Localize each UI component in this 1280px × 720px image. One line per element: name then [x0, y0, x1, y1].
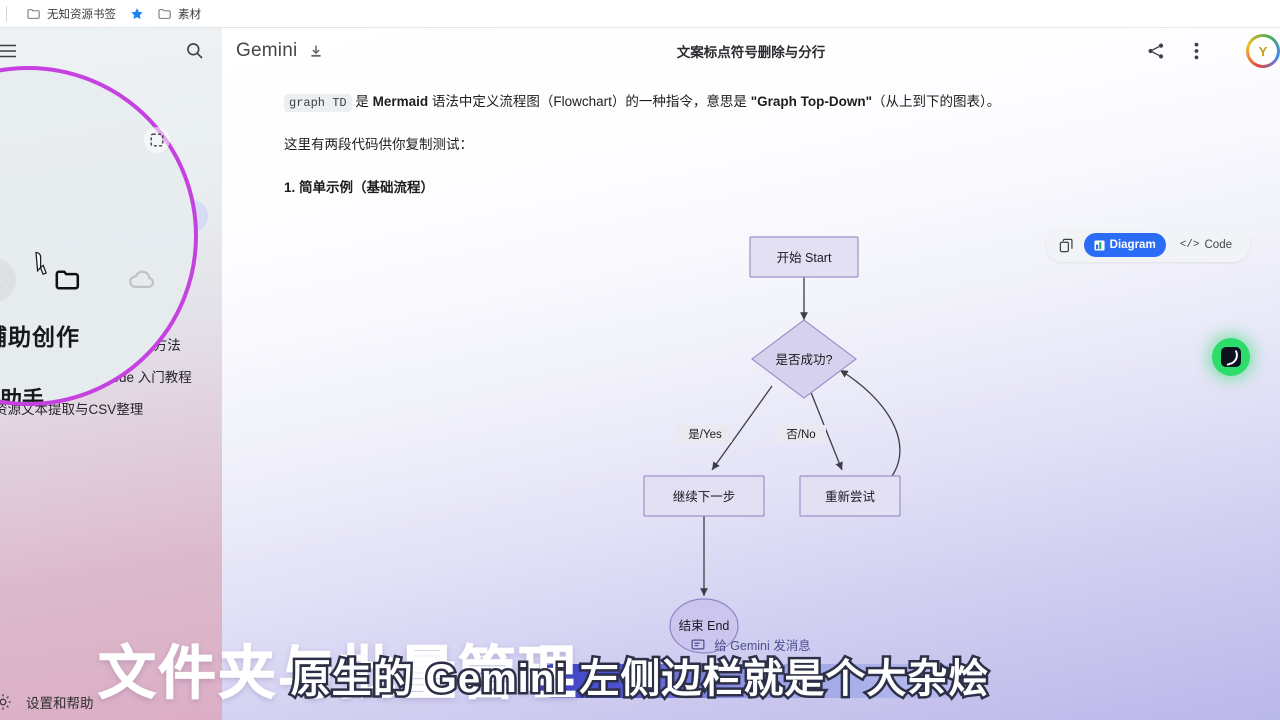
edge-label-no: 否/No: [786, 429, 815, 441]
code-bracket-icon: </>: [1179, 239, 1200, 251]
left-sidebar: 辅助创作 博主调研助手 对话 文案标点符号删除与分行 1688 替代低价货源网站…: [0, 28, 222, 720]
node-retry-label: 重新尝试: [825, 489, 876, 504]
answer-paragraph-1: graph TD 是 Mermaid 语法中定义流程图（Flowchart）的一…: [284, 92, 1218, 113]
message-icon: [691, 638, 705, 649]
folder-icon: [158, 8, 171, 19]
cloud-upload-icon[interactable]: [120, 258, 164, 302]
answer-paragraph-2: 这里有两段代码供你复制测试：: [284, 136, 473, 152]
gemini-app: 辅助创作 博主调研助手 对话 文案标点符号删除与分行 1688 替代低价货源网站…: [0, 28, 1280, 720]
node-end-label: 结束 End: [679, 619, 730, 633]
download-model-icon[interactable]: [309, 44, 323, 58]
screen-record-badge[interactable]: [1212, 338, 1250, 376]
avatar[interactable]: Y: [1246, 34, 1280, 68]
assistant-answer: graph TD 是 Mermaid 语法中定义流程图（Flowchart）的一…: [222, 74, 1280, 199]
main-content: Gemini 文案标点符号删除与分行: [222, 28, 1280, 720]
sidebar-toolbar: [0, 28, 222, 74]
zoom-loupe-overlay: 辅助创作 博主调研助手: [0, 66, 198, 406]
search-icon[interactable]: [182, 38, 208, 64]
screen-record-icon: [1221, 347, 1241, 367]
edge-label-yes: 是/Yes: [688, 428, 722, 441]
brand[interactable]: Gemini: [236, 40, 323, 62]
edge-b-c: [711, 385, 773, 471]
loupe-label-2: 博主调研助手: [0, 382, 45, 406]
loupe-icon-row: [0, 258, 194, 302]
tab-code-label: Code: [1204, 239, 1233, 251]
tab-diagram-label: Diagram: [1109, 239, 1156, 251]
hamburger-menu-icon[interactable]: [0, 38, 20, 64]
node-start[interactable]: [749, 236, 859, 278]
node-continue[interactable]: [643, 475, 765, 517]
app-header: Gemini 文案标点符号删除与分行: [222, 28, 1280, 74]
folder-icon[interactable]: [46, 258, 90, 302]
browser-bookmark-bar: 无知资源书签 素材: [0, 0, 1280, 28]
person-add-icon[interactable]: [0, 258, 16, 302]
sidebar-item-label: 设置和帮助: [26, 696, 94, 711]
bookmark-folder-2[interactable]: 素材: [150, 4, 209, 24]
answer-heading-1: 1. 简单示例（基础流程）: [284, 179, 435, 195]
page-title: 文案标点符号删除与分行: [676, 45, 826, 60]
edge-label-bg: [678, 425, 732, 442]
tab-code[interactable]: </> Code: [1170, 233, 1242, 257]
bookmark-folder-1[interactable]: 无知资源书签: [19, 4, 124, 24]
star-icon[interactable]: [130, 7, 144, 21]
avatar-initial: Y: [1249, 37, 1277, 65]
answer-bold-1: Mermaid: [372, 94, 429, 109]
brand-name: Gemini: [236, 40, 298, 61]
loupe-label-1: 辅助创作: [0, 324, 80, 350]
node-start-label: 开始 Start: [777, 251, 832, 265]
copy-icon[interactable]: [1054, 232, 1080, 258]
gear-icon: [0, 694, 11, 710]
composer-hint[interactable]: 给 Gemini 发消息: [691, 635, 811, 654]
answer-bold-2: "Graph Top-Down": [750, 94, 872, 109]
divider: [6, 5, 7, 22]
loupe-content: 辅助创作 博主调研助手: [0, 70, 194, 406]
loupe-label-2-text: 博主调研助手: [0, 387, 45, 406]
node-end[interactable]: [669, 598, 739, 654]
header-actions: Y: [1144, 34, 1280, 68]
share-icon[interactable]: [1144, 39, 1168, 63]
answer-text: 是: [351, 94, 373, 109]
edge-label-bg: [776, 425, 826, 442]
mermaid-flowchart: 是/Yes 否/No 开始 Start 是否成功? 继续下一步 重新尝试 结束 …: [522, 228, 942, 688]
composer-hint-label: 给 Gemini 发消息: [714, 639, 811, 653]
node-retry[interactable]: [799, 475, 901, 517]
sidebar-item-settings-help[interactable]: 设置和帮助: [0, 692, 222, 712]
bookmark-label: 无知资源书签: [47, 8, 116, 21]
bookmark-label: 素材: [178, 8, 201, 21]
answer-text: 语法中定义流程图（Flowchart）的一种指令，意思是: [428, 94, 751, 109]
mouse-pointer-cursor: [35, 251, 47, 276]
chart-icon: [1094, 239, 1105, 251]
more-vertical-icon[interactable]: [1184, 39, 1208, 63]
composer-input[interactable]: [536, 664, 966, 698]
inline-code: graph TD: [284, 94, 352, 112]
composer: 给 Gemini 发消息: [222, 635, 1280, 698]
node-continue-label: 继续下一步: [673, 490, 736, 504]
diagram-code-toggle: Diagram </> Code: [1045, 228, 1250, 262]
edge-d-b: [839, 369, 901, 477]
screenshot-crop-icon[interactable]: [144, 127, 170, 153]
answer-text: （从上到下的图表）。: [871, 94, 1001, 109]
tab-diagram[interactable]: Diagram: [1083, 233, 1166, 257]
node-decision[interactable]: [751, 319, 857, 399]
folder-icon: [27, 8, 40, 19]
node-decision-label: 是否成功?: [776, 353, 833, 367]
